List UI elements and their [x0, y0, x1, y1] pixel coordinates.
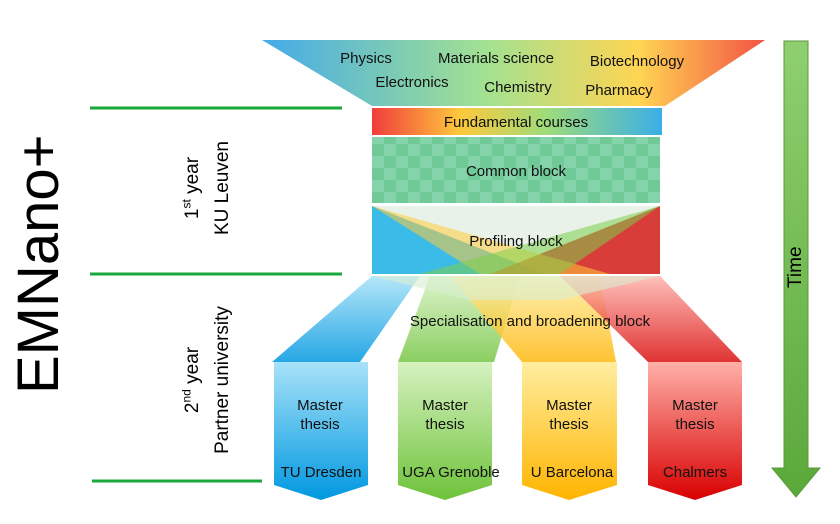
university-u-barcelona: U Barcelona — [530, 464, 614, 481]
discipline-pharmacy: Pharmacy — [585, 82, 653, 99]
discipline-electronics: Electronics — [375, 74, 449, 91]
year1-place: KU Leuven — [212, 141, 233, 236]
year2-suffix: nd — [179, 389, 194, 403]
time-label: Time — [785, 246, 806, 288]
year1-label: 1st year KU Leuven — [178, 118, 238, 258]
university-tu-dresden: TU Dresden — [280, 464, 362, 481]
discipline-materials-science: Materials science — [438, 50, 554, 67]
common-block-label: Common block — [465, 163, 567, 180]
university-uga-grenoble: UGA Grenoble — [402, 464, 500, 481]
thesis-arrow-green — [398, 362, 492, 500]
common-block-rect — [372, 137, 660, 203]
year1-word: year — [182, 156, 203, 194]
program-title: EMNano+ — [6, 134, 71, 394]
discipline-physics: Physics — [340, 50, 392, 67]
thesis-arrow-blue — [274, 362, 368, 500]
year1-ordinal: 1 — [182, 208, 203, 220]
discipline-biotechnology: Biotechnology — [589, 53, 685, 70]
fundamental-courses-bar — [372, 108, 662, 135]
profiling-block — [372, 206, 660, 274]
fundamental-courses-label: Fundamental courses — [443, 114, 589, 131]
specialisation-flows — [272, 276, 742, 362]
profiling-block-label: Profiling block — [469, 233, 563, 250]
year1-suffix: st — [179, 199, 194, 209]
time-arrow — [770, 40, 822, 498]
specialisation-block-label: Specialisation and broadening block — [409, 313, 651, 330]
discipline-chemistry: Chemistry — [484, 79, 552, 96]
thesis-arrow-red — [648, 362, 742, 500]
year2-place: Partner university — [212, 306, 233, 454]
year2-ordinal: 2 — [182, 402, 203, 414]
disciplines-funnel — [262, 40, 765, 106]
thesis-arrow-yellow — [522, 362, 617, 500]
university-chalmers: Chalmers — [662, 464, 728, 481]
year2-label: 2nd year Partner university — [178, 280, 238, 480]
year2-word: year — [182, 346, 203, 384]
